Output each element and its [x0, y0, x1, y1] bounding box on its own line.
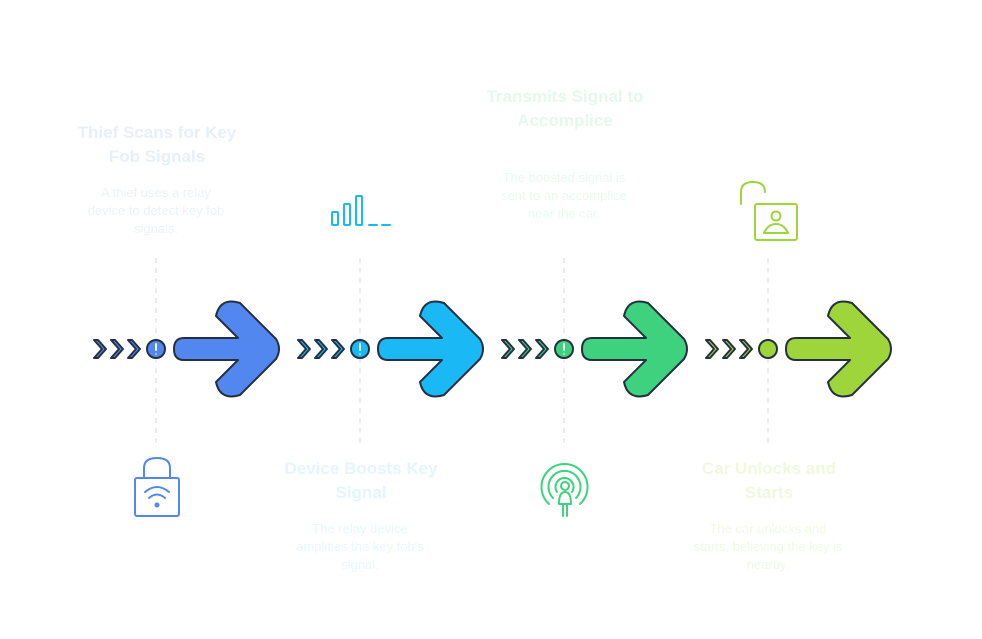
step-3-description: The boosted signal is sent to an accompl…	[501, 170, 627, 221]
chevrons-icon	[93, 339, 141, 359]
step-4-description: The car unlocks and starts, believing th…	[693, 521, 843, 572]
unlocked-person-icon	[740, 181, 798, 241]
signal-bars-icon	[331, 195, 391, 226]
step-3-arrow	[501, 300, 688, 398]
step-1-description: A thief uses a relay device to detect ke…	[87, 185, 225, 236]
step-2-arrow	[297, 300, 484, 398]
chevrons-icon	[297, 339, 345, 359]
step-2-description: The relay device amplifies the key fob's…	[296, 521, 424, 572]
chevrons-icon	[705, 339, 753, 359]
chevrons-icon	[501, 339, 549, 359]
step-3-big-arrow	[581, 300, 688, 398]
step-2-big-arrow	[377, 300, 484, 398]
step-4-title: Car Unlocks and Starts	[701, 459, 837, 502]
step-1-big-arrow	[173, 300, 280, 398]
step-3-title: Transmits Signal to Accomplice	[486, 87, 644, 130]
broadcast-person-icon	[540, 463, 589, 517]
step-1-arrow	[93, 300, 280, 398]
step-4-big-arrow	[785, 300, 892, 398]
step-2-title: Device Boosts Key Signal	[284, 459, 438, 502]
step-4-arrow	[705, 300, 892, 398]
step-4-node	[758, 339, 778, 359]
lock-wifi-icon	[134, 457, 180, 517]
step-1-title: Thief Scans for Key Fob Signals	[77, 123, 237, 166]
